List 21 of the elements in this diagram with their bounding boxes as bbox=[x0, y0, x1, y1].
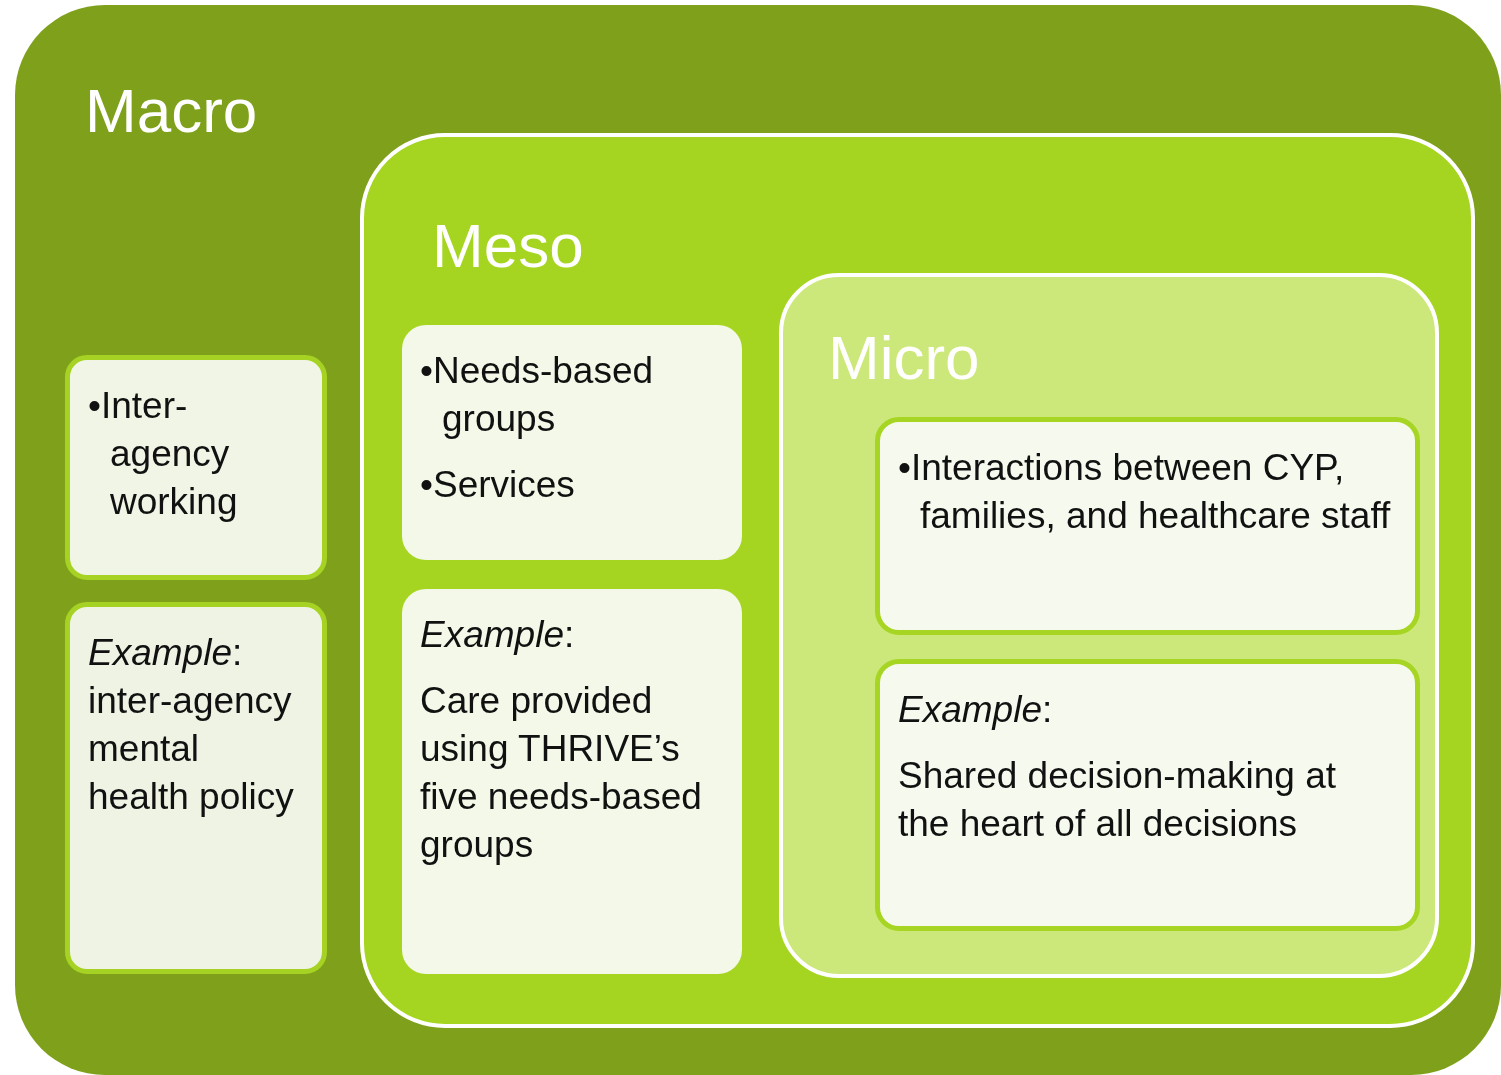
text-card bbox=[875, 659, 1420, 931]
level-panel bbox=[15, 5, 1501, 1075]
text-card bbox=[65, 602, 327, 974]
card-text: Example: bbox=[420, 613, 576, 657]
level-title: Meso bbox=[432, 215, 584, 277]
card-text: Example: bbox=[898, 688, 1054, 732]
card-text: Shared decision-making at the heart of all decisions bbox=[898, 754, 1338, 847]
text-card bbox=[402, 589, 742, 974]
bullet-item: •Needs-based groups bbox=[420, 349, 655, 442]
level-panel bbox=[779, 273, 1439, 978]
level-title: Macro bbox=[85, 80, 258, 142]
text-card bbox=[65, 355, 327, 580]
bullet-item: •Inter-agency working bbox=[88, 384, 239, 525]
bullet-item: •Services bbox=[420, 463, 576, 508]
card-text: Care provided using THRIVE’s five needs-based groups bbox=[420, 679, 703, 868]
level-panel bbox=[360, 133, 1475, 1028]
level-title: Micro bbox=[828, 327, 980, 389]
text-card bbox=[875, 417, 1420, 635]
card-text: Example: inter-agency mental health policy bbox=[88, 631, 295, 820]
text-card bbox=[402, 325, 742, 560]
bullet-item: •Interactions between CYP, families, and healthcare staff bbox=[898, 446, 1392, 539]
